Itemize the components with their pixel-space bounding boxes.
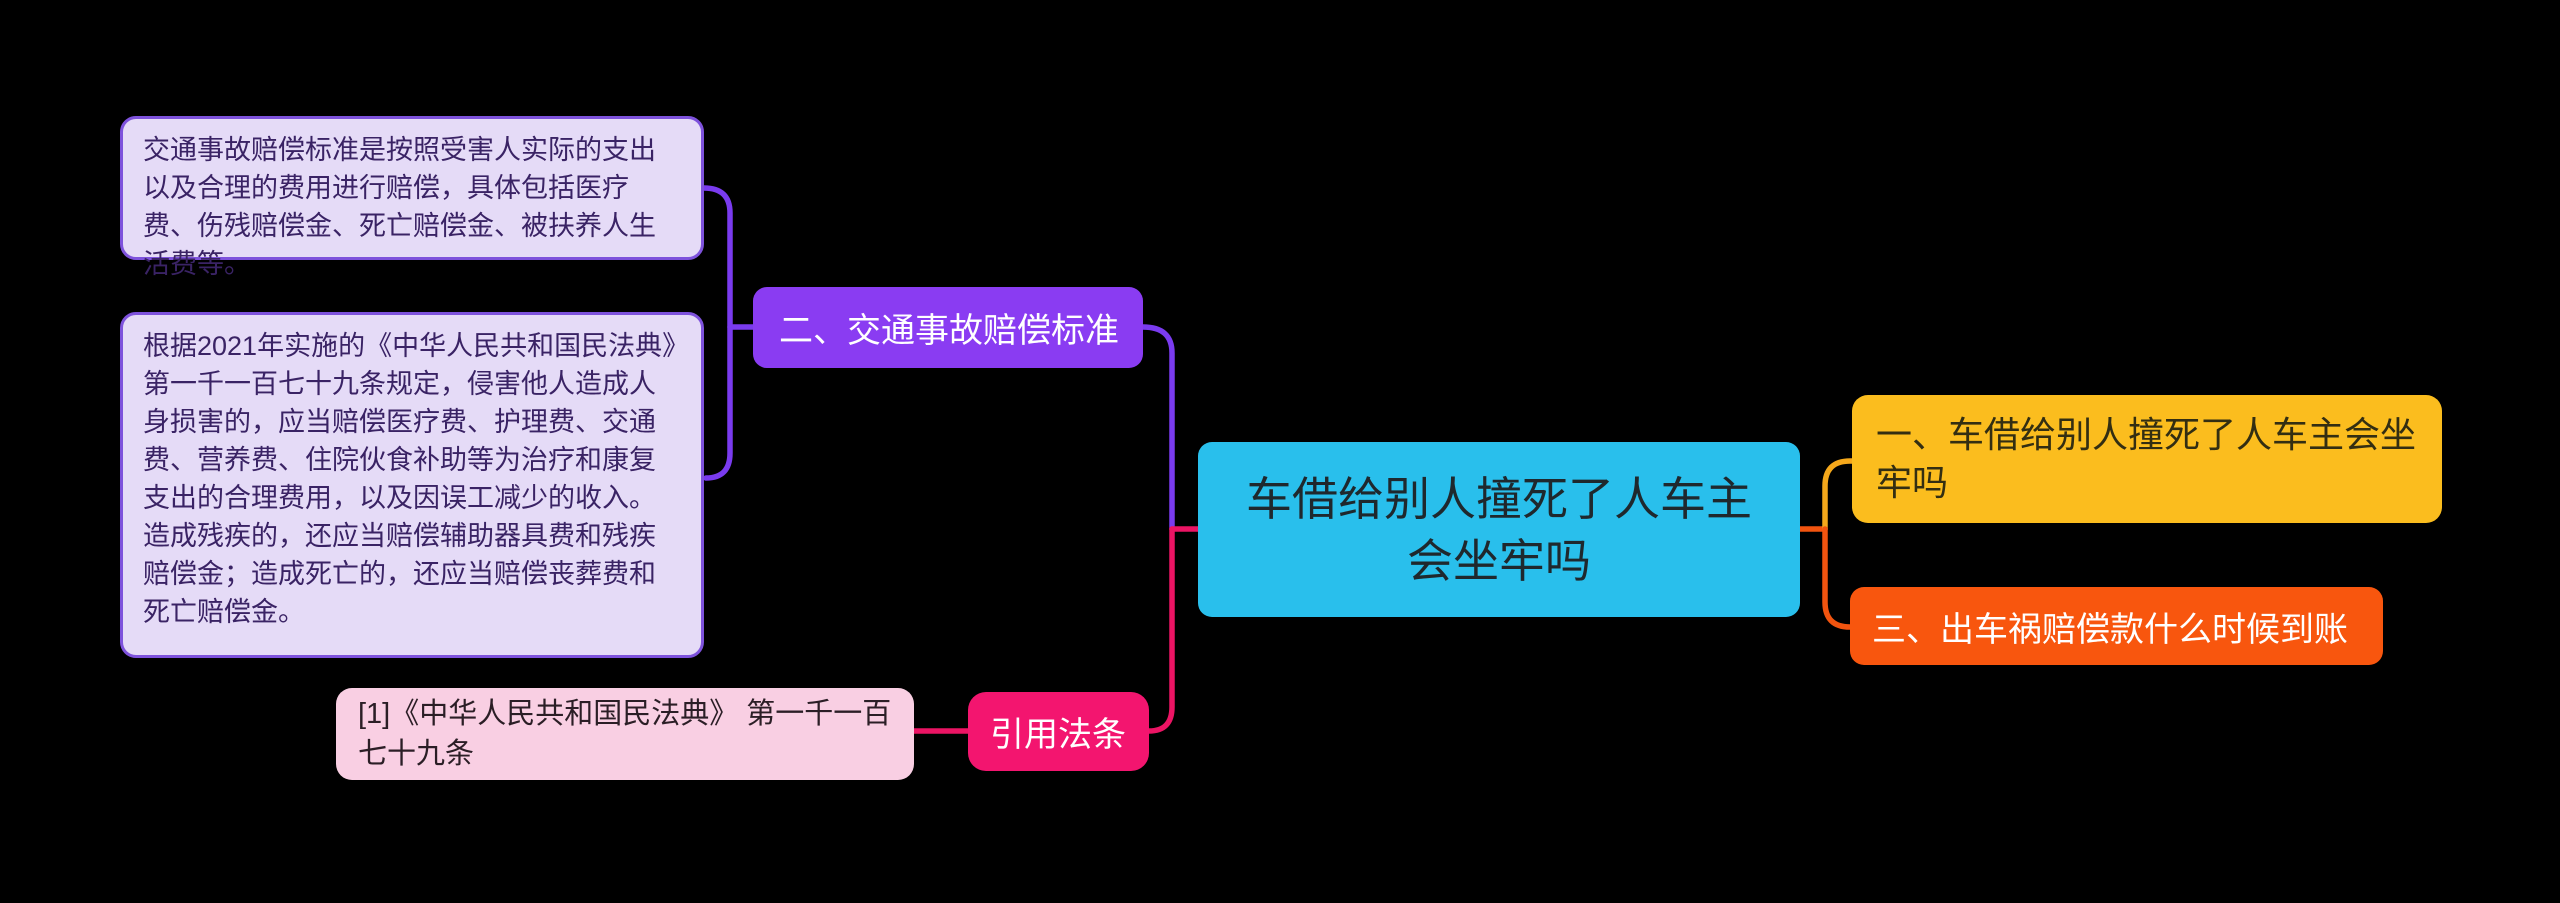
connector-topic2-central-upper	[1140, 324, 1175, 532]
topic-node-compensation-standard-label: 二、交通事故赔偿标准	[779, 312, 1119, 350]
note-civil-code-detail-text: 根据2021年实施的《中华人民共和国民法典》第一千一百七十九条规定，侵害他人造成…	[143, 331, 676, 627]
topic-node-cited-law-label: 引用法条	[990, 716, 1126, 754]
note-cited-law-reference-text: [1]《中华人民共和国民法典》 第一千一百七十九条	[358, 698, 892, 770]
topic-node-payment-arrival[interactable]: 三、出车祸赔偿款什么时候到账	[1850, 587, 2383, 665]
topic-node-compensation-standard[interactable]: 二、交通事故赔偿标准	[753, 287, 1143, 368]
connector-notes-rail	[701, 185, 733, 481]
connector-citation-central-lower	[1146, 526, 1175, 734]
topic-node-cited-law[interactable]: 引用法条	[968, 692, 1149, 771]
note-civil-code-detail[interactable]: 根据2021年实施的《中华人民共和国民法典》第一千一百七十九条规定，侵害他人造成…	[120, 312, 704, 658]
central-topic-node[interactable]: 车借给别人撞死了人车主会坐牢吗	[1198, 442, 1800, 617]
note-compensation-standard-text: 交通事故赔偿标准是按照受害人实际的支出以及合理的费用进行赔偿，具体包括医疗费、伤…	[143, 135, 656, 279]
topic-node-payment-arrival-label: 三、出车祸赔偿款什么时候到账	[1872, 610, 2348, 649]
topic-node-owner-jail[interactable]: 一、车借给别人撞死了人车主会坐牢吗	[1852, 395, 2442, 523]
central-topic-label: 车借给别人撞死了人车主会坐牢吗	[1246, 472, 1752, 587]
note-cited-law-reference[interactable]: [1]《中华人民共和国民法典》 第一千一百七十九条	[336, 688, 914, 780]
topic-node-owner-jail-label: 一、车借给别人撞死了人车主会坐牢吗	[1876, 414, 2417, 503]
connector-central-topic3	[1822, 526, 1855, 630]
connector-central-topic1	[1822, 458, 1856, 532]
note-compensation-standard[interactable]: 交通事故赔偿标准是按照受害人实际的支出以及合理的费用进行赔偿，具体包括医疗费、伤…	[120, 116, 704, 279]
